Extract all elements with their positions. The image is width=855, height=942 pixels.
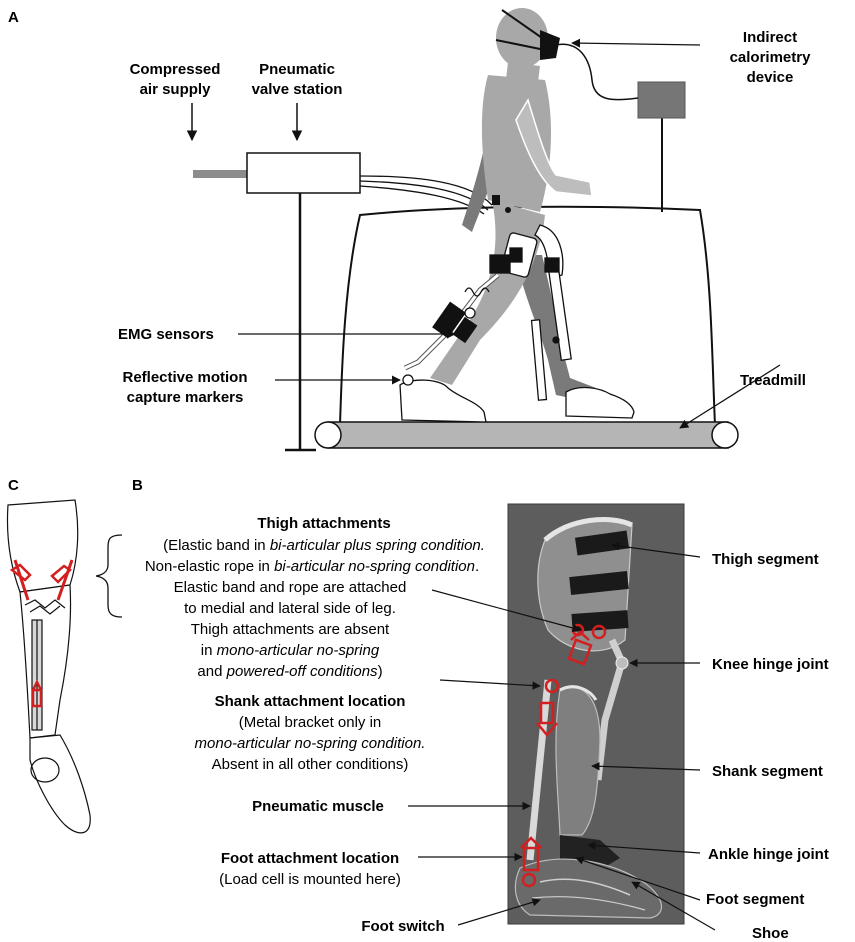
panel-label-c: C	[8, 477, 19, 494]
thigh-attachments-line1: (Elastic band in bi-articular plus sprin…	[163, 537, 485, 554]
foot-segment-label: Foot segment	[706, 891, 804, 908]
panel-a-diagram: Compressed air supply Pneumatic valve st…	[118, 8, 812, 452]
markers-label-l2: capture markers	[127, 389, 244, 406]
calorimetry-label-l1: Indirect	[743, 29, 797, 46]
thigh-attachments-line6: in mono-articular no-spring	[201, 642, 380, 659]
shank-attachment-line1: (Metal bracket only in	[239, 714, 382, 731]
shank-attachment-title: Shank attachment location	[215, 693, 406, 710]
exoskeleton-front-leg	[402, 232, 538, 386]
calorimetry-label-l2: calorimetry	[730, 49, 812, 66]
emg-label: EMG sensors	[118, 326, 214, 343]
valve-station-label-l2: valve station	[252, 81, 343, 98]
thigh-attachments-line2: Non-elastic rope in bi-articular no-spri…	[145, 558, 479, 575]
shoe-label: Shoe	[752, 925, 789, 942]
pneumatic-muscle-label: Pneumatic muscle	[252, 798, 384, 815]
thigh-attachments-brace	[95, 534, 123, 618]
valve-station-box	[246, 152, 361, 194]
foot-attachment-title: Foot attachment location	[221, 850, 399, 867]
shank-segment-label: Shank segment	[712, 763, 823, 780]
calorimetry-label-l3: device	[747, 69, 794, 86]
thigh-attachments-line7: and powered-off conditions)	[197, 663, 382, 680]
thigh-attachments-line4: to medial and lateral side of leg.	[184, 600, 396, 617]
exoskeleton-back-leg	[530, 224, 572, 401]
panel-b-photo	[507, 503, 685, 925]
walking-person	[399, 8, 635, 423]
valve-station-label-l1: Pneumatic	[259, 61, 335, 78]
air-supply-hose	[193, 170, 247, 178]
panel-c-leg-drawing	[6, 499, 91, 834]
foot-switch-label: Foot switch	[361, 918, 444, 935]
compressed-air-label-l2: air supply	[140, 81, 212, 98]
compressed-air-label-l1: Compressed	[130, 61, 221, 78]
thigh-attachments-title: Thigh attachments	[257, 515, 390, 532]
thigh-attachments-line3: Elastic band and rope are attached	[174, 579, 407, 596]
ankle-hinge-label: Ankle hinge joint	[708, 846, 829, 863]
panel-label-b: B	[132, 477, 143, 494]
shank-attachment-line3: Absent in all other conditions)	[212, 756, 409, 773]
thigh-attachments-line5: Thigh attachments are absent	[191, 621, 390, 638]
panel-label-a: A	[8, 9, 19, 26]
markers-label-l1: Reflective motion	[122, 369, 247, 386]
knee-hinge-label: Knee hinge joint	[712, 656, 829, 673]
treadmill-label: Treadmill	[740, 372, 806, 389]
foot-attachment-sub: (Load cell is mounted here)	[219, 871, 401, 888]
shank-attachment-line2: mono-articular no-spring condition.	[195, 735, 426, 752]
thigh-segment-label: Thigh segment	[712, 551, 819, 568]
calorimetry-device-box	[637, 81, 686, 119]
